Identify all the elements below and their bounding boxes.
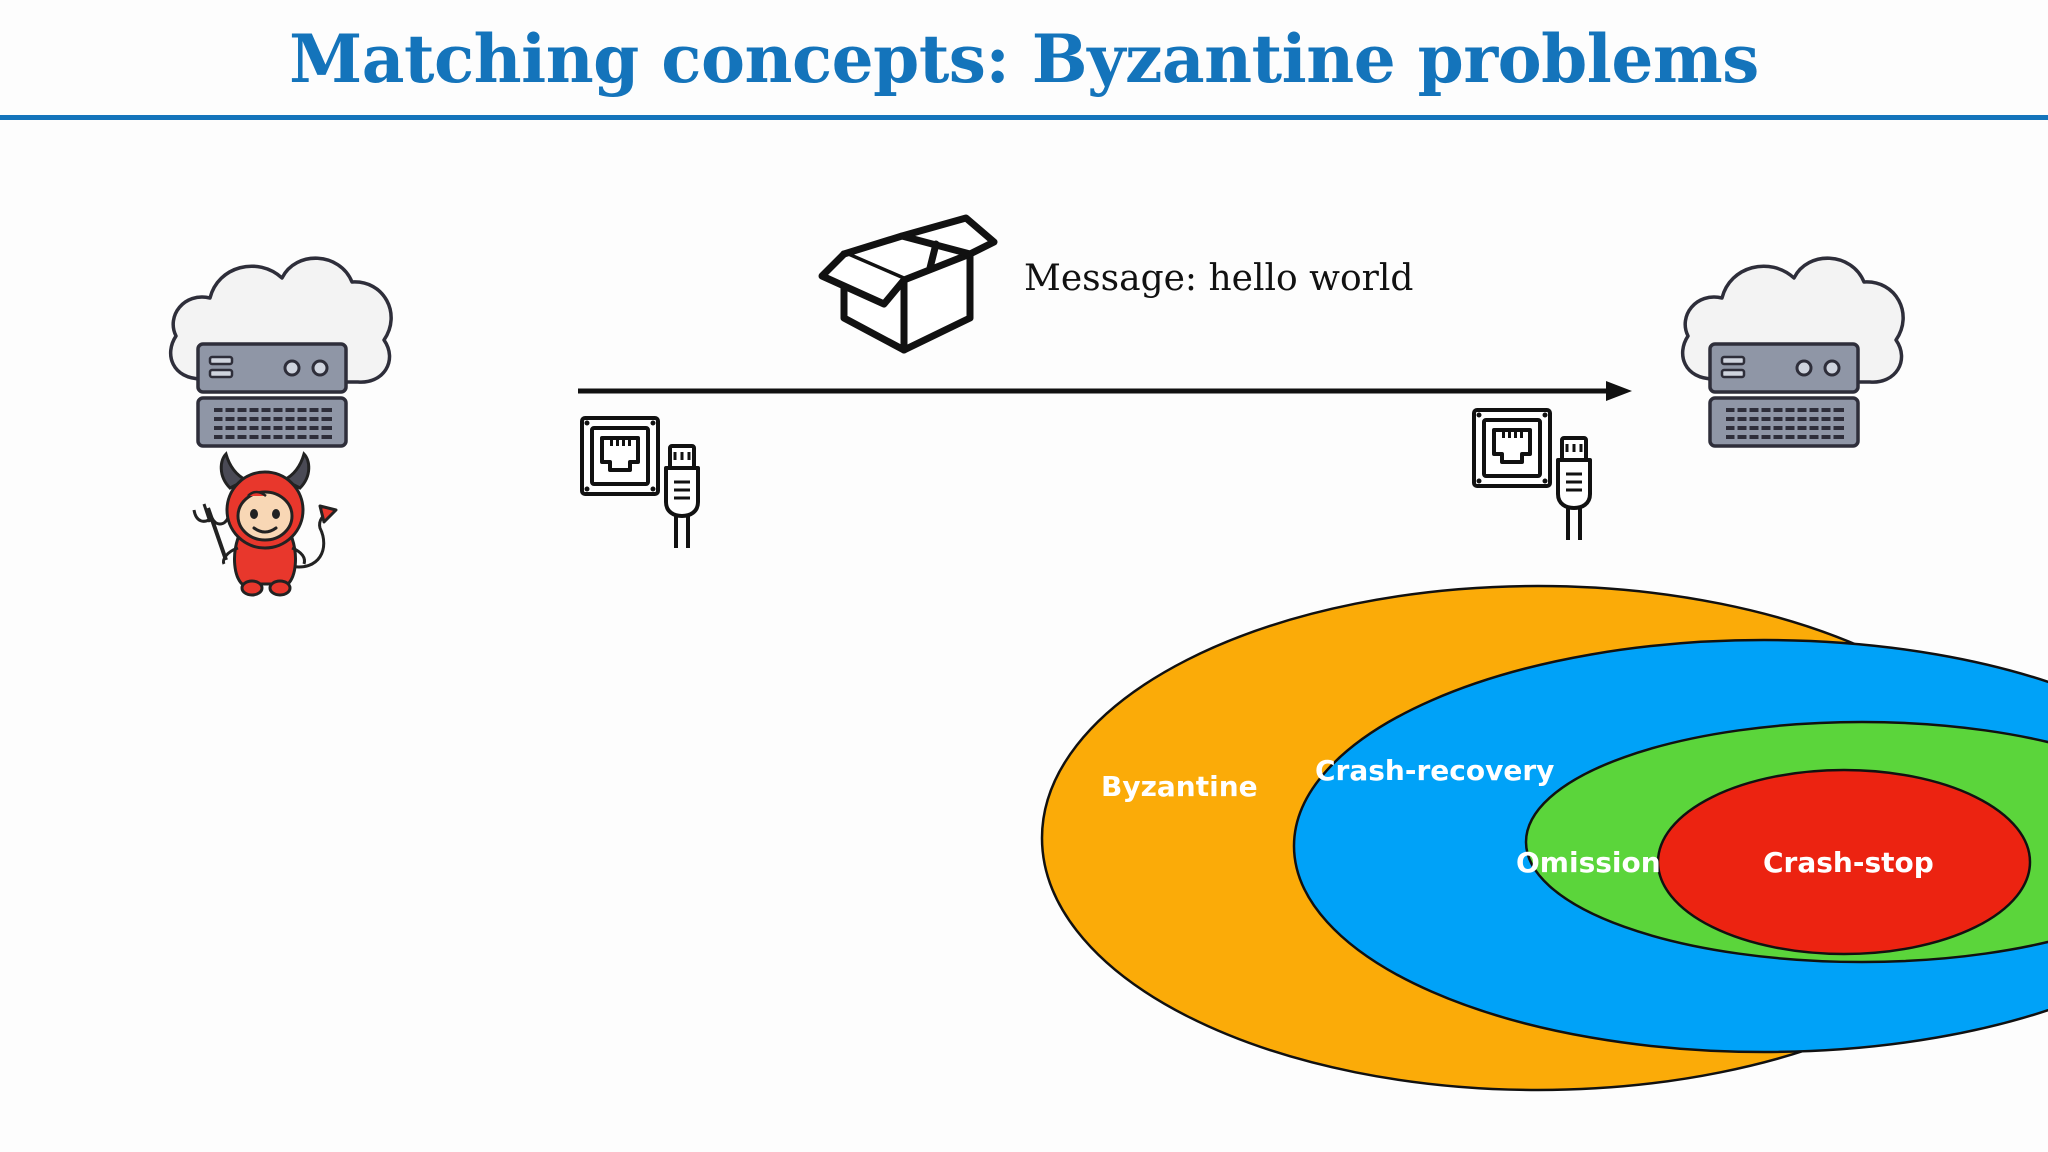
slide-title: Matching concepts: Byzantine problems [289,20,1759,98]
receiver-cloud-server-icon [1680,256,1905,448]
receiver-ethernet-port-plug-icon [1472,408,1592,540]
sender-cloud-server-icon [168,256,393,448]
title-rule [0,115,2048,120]
byzantine-label: Byzantine [1101,770,1258,803]
transmission-arrow [578,381,1632,401]
message-label: Message: hello world [1024,258,1414,299]
omission-label: Omission [1516,846,1661,879]
sender-ethernet-port-plug-icon [580,416,700,548]
crash-recovery-label: Crash-recovery [1315,754,1554,787]
fault-model-nesting-diagram: Byzantine Crash-recovery Omission Crash-… [1040,584,2048,1092]
crash-stop-label: Crash-stop [1763,846,1934,879]
open-box-icon [818,214,998,354]
devil-icon [192,451,338,597]
crash-stop-ellipse [1656,768,2032,956]
